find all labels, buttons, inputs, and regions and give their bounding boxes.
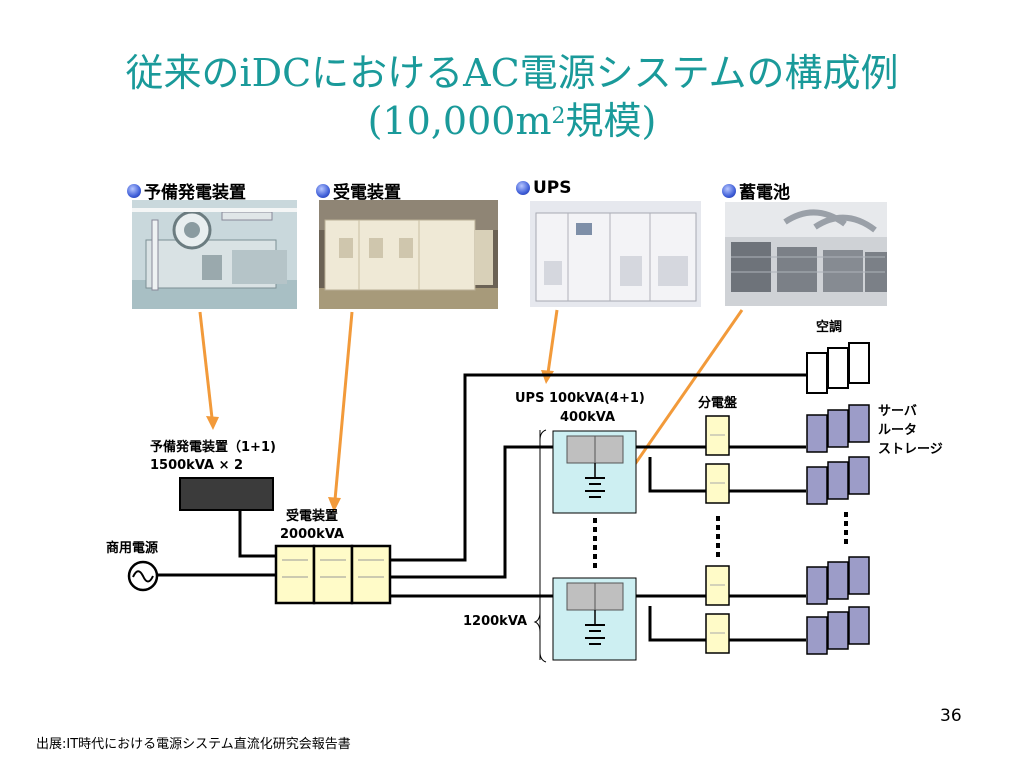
subtitle-end: 規模) <box>565 99 657 143</box>
ups-unit-bottom <box>552 577 637 661</box>
ups-rating: 400kVA <box>560 410 616 425</box>
caption-battery: 蓄電池 <box>722 178 790 203</box>
caption-receiver: 受電装置 <box>316 178 401 203</box>
receiver-label: 受電装置 <box>286 509 339 524</box>
source-citation: 出展:IT時代における電源システム直流化研究会報告書 <box>36 737 351 752</box>
receiver-rating: 2000kVA <box>280 527 345 542</box>
receiver-panels <box>274 544 392 605</box>
server-racks <box>806 404 870 655</box>
bullet-icon <box>516 181 530 195</box>
battery-photo <box>725 202 887 306</box>
arrow-receiver <box>333 311 354 501</box>
generator-photo <box>132 200 297 309</box>
aircon-label: 空調 <box>816 320 843 335</box>
ups-label: UPS 100kVA(4+1) <box>515 391 645 406</box>
servers-label-3: ストレージ <box>878 442 943 457</box>
arrow-battery <box>622 309 744 481</box>
continuation-dots <box>593 512 848 568</box>
slide-subtitle: (10,000m2規模) <box>0 98 1024 144</box>
caption-ups-text: UPS <box>533 178 572 198</box>
ups-unit-top <box>552 430 637 514</box>
caption-battery-text: 蓄電池 <box>739 183 790 203</box>
generator-box <box>179 477 274 511</box>
aircon-units <box>806 342 870 394</box>
bullet-icon <box>722 183 736 198</box>
distribution-label: 分電盤 <box>698 396 738 411</box>
bullet-icon <box>316 183 330 198</box>
page-number: 36 <box>940 706 962 726</box>
arrow-ups <box>546 309 559 374</box>
caption-receiver-text: 受電装置 <box>333 183 401 203</box>
bullet-icon <box>127 183 141 198</box>
commercial-power-label: 商用電源 <box>106 541 159 556</box>
caption-generator-text: 予備発電装置 <box>144 183 246 203</box>
subtitle-superscript: 2 <box>551 104 566 129</box>
servers-label-1: サーバ <box>878 404 917 419</box>
capacity-brace <box>533 429 547 663</box>
servers-label-2: ルータ <box>878 423 918 438</box>
generator-label: 予備発電装置（1+1) <box>150 440 276 455</box>
photo-arrows <box>198 309 744 512</box>
arrow-generator <box>198 311 214 419</box>
total-capacity-label: 1200kVA <box>463 614 528 629</box>
caption-generator: 予備発電装置 <box>127 178 246 203</box>
caption-ups: UPS <box>516 178 572 198</box>
ups-photo <box>530 201 701 307</box>
slide-title: 従来のiDCにおけるAC電源システムの構成例 <box>125 51 899 95</box>
subtitle-main: (10,000m <box>367 99 552 143</box>
receiver-photo <box>319 200 498 309</box>
generator-rating: 1500kVA × 2 <box>150 458 244 473</box>
wires <box>156 373 806 642</box>
distribution-panel-lines <box>710 434 725 634</box>
